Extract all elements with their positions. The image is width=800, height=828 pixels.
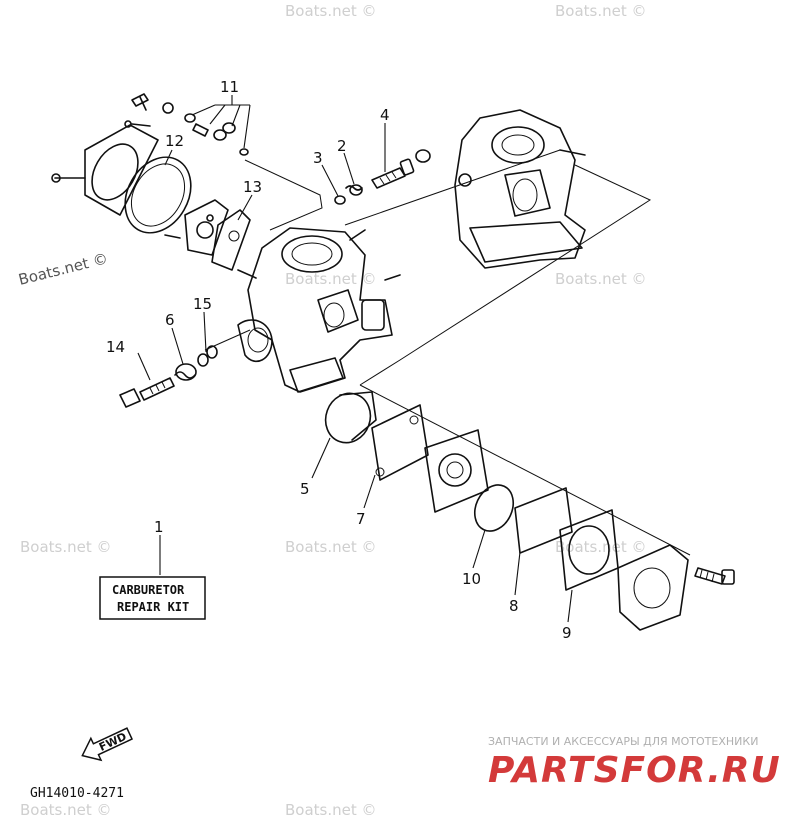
part-15-oring <box>197 345 218 367</box>
carburetor-main <box>237 227 401 393</box>
callout-1: 1 <box>154 518 164 536</box>
part-7-gasket <box>371 404 429 481</box>
callout-9: 9 <box>562 624 572 642</box>
watermark: Boats.net © <box>20 801 112 819</box>
cover-plate <box>51 124 159 216</box>
callout-10: 10 <box>462 570 481 588</box>
part-6-spring <box>174 363 197 381</box>
part-5-diaphragm <box>324 391 377 444</box>
callout-5: 5 <box>300 480 310 498</box>
brand-logo: ЗАПЧАСТИ И АКСЕССУАРЫ ДЛЯ МОТОТЕХНИКИ PA… <box>488 735 781 791</box>
watermark: Boats.net © <box>555 2 647 20</box>
callout-8: 8 <box>509 597 519 615</box>
assembly-lines <box>204 149 691 556</box>
diagram-code: GH14010-4271 <box>30 786 124 801</box>
callout-11: 11 <box>220 78 239 96</box>
callout-13: 13 <box>243 178 262 196</box>
bolt <box>694 567 735 585</box>
part-13-gasket <box>211 209 251 271</box>
fwd-label: FWD <box>97 730 129 754</box>
repair-kit-line2: REPAIR KIT <box>117 600 189 614</box>
part-4-screw <box>371 149 431 189</box>
part-2-spring <box>345 184 363 196</box>
callout-15: 15 <box>193 295 212 313</box>
watermark: Boats.net © <box>285 2 377 20</box>
callouts: 11 12 13 3 2 4 14 6 15 5 7 10 8 9 1 <box>106 78 572 642</box>
pump-cover-body <box>424 429 489 513</box>
repair-kit-box: CARBURETOR REPAIR KIT <box>99 576 206 620</box>
callout-3: 3 <box>313 149 323 167</box>
callout-14: 14 <box>106 338 125 356</box>
carburetor-secondary <box>454 109 586 269</box>
watermark: Boats.net © <box>285 801 377 819</box>
callout-2: 2 <box>337 137 347 155</box>
watermark: Boats.net © <box>285 270 377 288</box>
part-11-fittings <box>124 93 249 156</box>
callout-4: 4 <box>380 106 390 124</box>
part-8-gasket <box>514 487 573 554</box>
pump-body <box>184 199 229 256</box>
part-10-oring <box>473 484 515 532</box>
brand-name: PARTSFOR.RU <box>488 750 781 791</box>
watermark: Boats.net © <box>20 538 112 556</box>
part-12-diaphragm <box>124 156 192 239</box>
part-3-oring <box>334 195 346 205</box>
watermark: Boats.net © <box>285 538 377 556</box>
callout-7: 7 <box>356 510 366 528</box>
callout-12: 12 <box>165 132 184 150</box>
forward-arrow: FWD <box>81 727 134 762</box>
callout-6: 6 <box>165 311 175 329</box>
brand-tagline: ЗАПЧАСТИ И АКСЕССУАРЫ ДЛЯ МОТОТЕХНИКИ <box>488 735 758 748</box>
leader-lines <box>137 95 573 623</box>
end-cover <box>617 544 689 631</box>
watermark: Boats.net © <box>17 249 110 289</box>
watermark: Boats.net © <box>555 270 647 288</box>
watermark: Boats.net © <box>555 538 647 556</box>
repair-kit-line1: CARBURETOR <box>112 583 185 597</box>
part-14-screw <box>119 377 175 408</box>
